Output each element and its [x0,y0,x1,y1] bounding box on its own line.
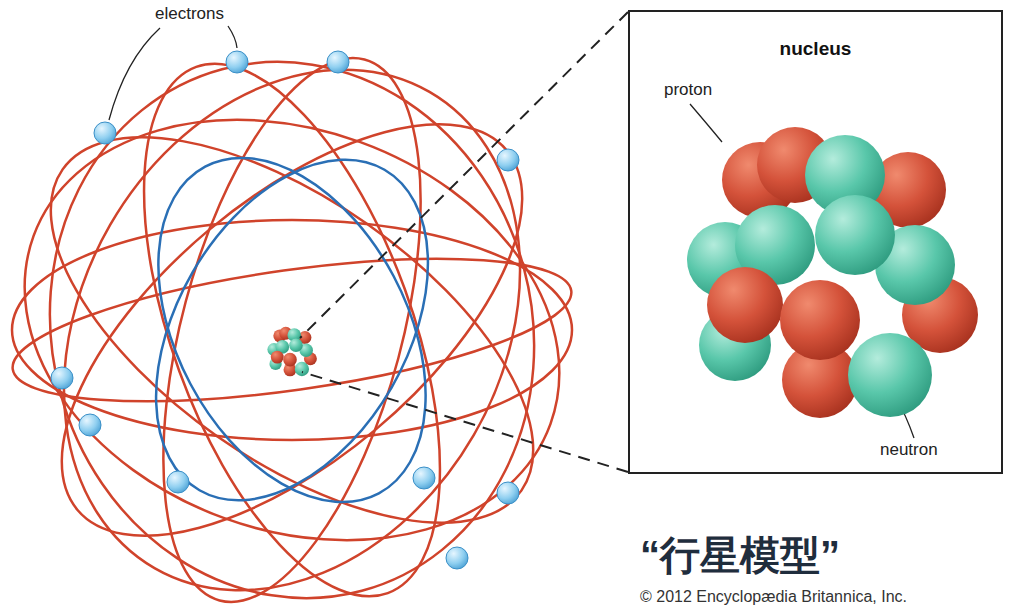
electron-orbit-inner [100,112,484,547]
model-title: “行星模型” [640,528,840,583]
part-label: electrons [155,4,224,24]
zoom-panel: nucleus [628,10,1003,474]
electron [51,51,519,569]
part-label: neutron [880,440,938,460]
nucleus-large [687,127,978,418]
part-label: proton [664,80,712,100]
nucleus-small [267,327,316,376]
panel-heading: nucleus [630,38,1001,60]
zoom-line [300,12,628,472]
copyright-note: © 2012 Encyclopædia Britannica, Inc. [640,588,907,606]
electron-orbit-outer [0,0,619,613]
